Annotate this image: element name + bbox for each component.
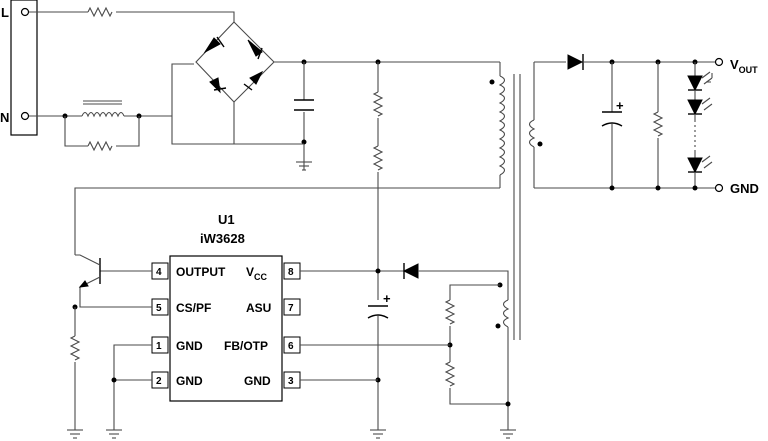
fb-resistor-top: [444, 299, 456, 325]
pin-2-number: 2: [156, 376, 162, 387]
startup-resistor-1: [372, 91, 384, 117]
vcc-cap-polarity: +: [383, 291, 391, 306]
ground-symbol: [500, 429, 516, 439]
pin-6-number: 6: [288, 341, 294, 352]
pin-5-number: 5: [156, 303, 162, 314]
pin-vcc-label: VCC: [246, 265, 268, 282]
pin-8-number: 8: [288, 267, 294, 278]
pin-gnd1-label: GND: [176, 339, 203, 353]
led-string: [687, 62, 713, 188]
terminal-gnd: [714, 183, 724, 193]
output-cap-polarity: +: [616, 98, 624, 113]
switching-transistor: [75, 254, 101, 300]
ground-symbol: [296, 161, 312, 171]
choke-parallel-resistor: [87, 140, 113, 152]
pin-gnd2-label: GND: [176, 374, 203, 388]
pin-1-number: 1: [156, 341, 162, 352]
input-fuse-resistor: [87, 6, 113, 18]
transformer: [489, 62, 543, 340]
chip-part-number: iW3628: [200, 231, 245, 246]
terminal-l-label: L: [1, 5, 9, 20]
pin-gnd3-label: GND: [244, 374, 271, 388]
startup-resistor-2: [372, 145, 384, 171]
terminal-l: [20, 7, 30, 17]
vcc-diode: [402, 263, 419, 279]
input-choke: [81, 111, 125, 118]
pin-asu-label: ASU: [246, 301, 271, 315]
fb-resistor-bottom: [444, 361, 456, 387]
wire-l-bridge: [116, 11, 235, 22]
pin-output-label: OUTPUT: [176, 265, 226, 279]
bridge-rectifier: [195, 21, 275, 103]
output-diode: [567, 54, 584, 70]
chip-body: [169, 255, 283, 402]
chip-designator: U1: [218, 212, 235, 227]
ground-symbol: [370, 429, 386, 439]
ground-symbol: [106, 429, 122, 439]
pin-7-number: 7: [288, 303, 294, 314]
output-resistor: [652, 111, 664, 137]
pin-4-number: 4: [156, 267, 162, 278]
current-sense-resistor: [69, 335, 81, 361]
aux-winding: [502, 299, 510, 328]
pin-3-number: 3: [288, 376, 294, 387]
terminal-n-label: N: [0, 110, 9, 125]
pin-fbotp-label: FB/OTP: [224, 339, 268, 353]
pin-cspf-label: CS/PF: [176, 301, 211, 315]
ground-symbol: [67, 429, 83, 439]
terminal-vout: [714, 57, 724, 67]
vout-label: VOUT: [730, 57, 758, 75]
gnd-label: GND: [730, 181, 759, 196]
terminal-n: [20, 111, 30, 121]
